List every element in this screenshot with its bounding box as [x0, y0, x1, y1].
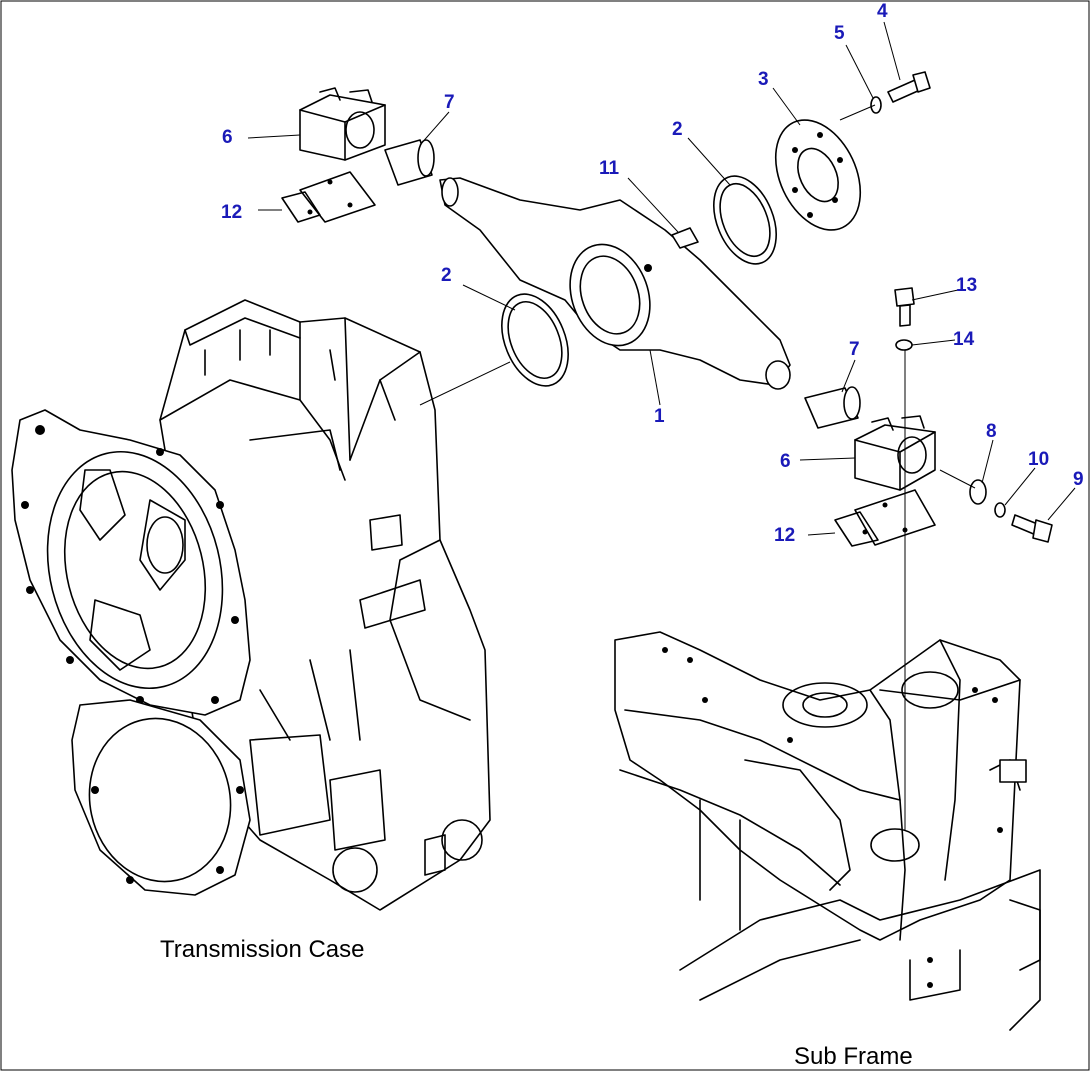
part-2-seal-ring-upper — [713, 175, 777, 265]
part-14-washer — [895, 339, 913, 351]
part-8-washer — [969, 479, 987, 505]
callout-5: 5 — [834, 23, 845, 44]
part-7-bushing-upper — [384, 139, 435, 186]
part-6-bearing-block-lower — [854, 415, 936, 491]
callout-9: 9 — [1073, 469, 1084, 490]
caption-transmission-case: Transmission Case — [160, 936, 365, 963]
callout-2-upper: 2 — [672, 119, 683, 140]
callout-13: 13 — [956, 275, 978, 296]
callout-7-upper: 7 — [444, 92, 455, 113]
callout-8: 8 — [986, 421, 997, 442]
part-12-shim-lower — [834, 489, 936, 547]
part-5-washer — [870, 96, 882, 114]
callout-2-lower: 2 — [441, 265, 452, 286]
callout-12-upper: 12 — [221, 202, 243, 223]
callout-10: 10 — [1028, 449, 1050, 470]
part-11-grease-fitting — [671, 227, 699, 249]
part-3-plate — [774, 119, 862, 231]
part-4-bolt — [887, 71, 931, 103]
callout-14: 14 — [953, 329, 975, 350]
callout-6-lower: 6 — [780, 451, 791, 472]
part-12-shim-upper — [281, 171, 376, 223]
part-13-bolt — [894, 287, 915, 327]
caption-sub-frame: Sub Frame — [794, 1043, 913, 1070]
part-7-bushing-lower — [804, 386, 861, 429]
callout-12-lower: 12 — [774, 525, 796, 546]
part-9-bolt — [1011, 514, 1053, 543]
callout-1: 1 — [654, 406, 665, 427]
sub-frame-drawing — [614, 631, 1041, 1031]
part-6-bearing-block-upper — [299, 87, 386, 161]
callout-6-upper: 6 — [222, 127, 233, 148]
leader-lines — [247, 21, 1076, 830]
callout-7-lower: 7 — [849, 339, 860, 360]
part-2-seal-ring-lower — [501, 293, 569, 387]
transmission-case-drawing — [11, 299, 491, 911]
part-10-lock-washer — [994, 502, 1006, 518]
callout-4: 4 — [877, 1, 888, 22]
part-1-link-arm — [439, 177, 791, 390]
callout-11: 11 — [599, 158, 620, 179]
callout-3: 3 — [758, 69, 769, 90]
